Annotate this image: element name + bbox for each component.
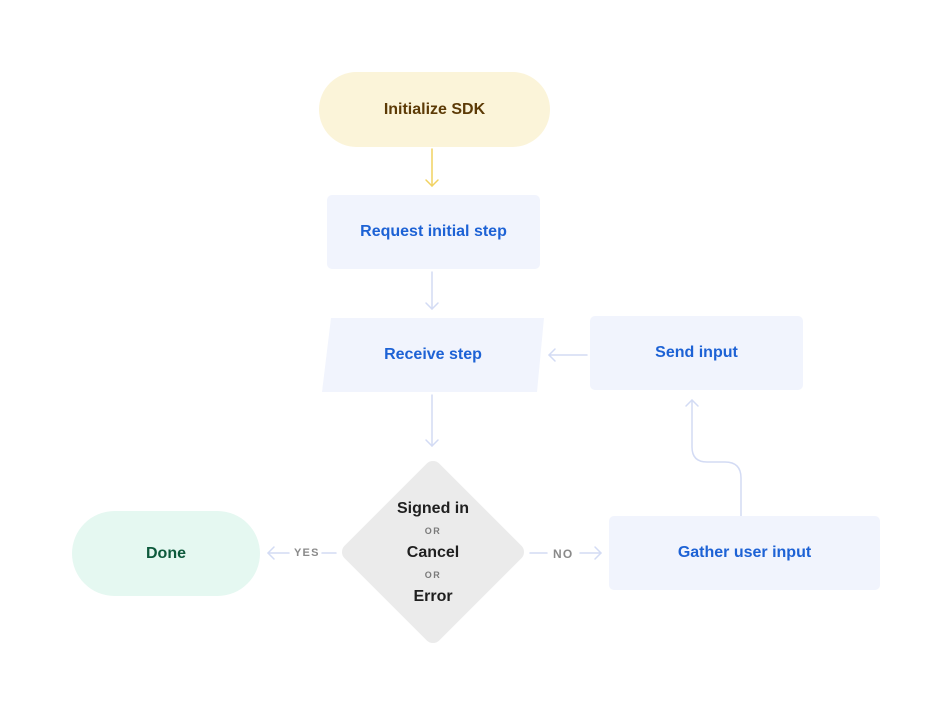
decision-separator: OR [424,526,442,536]
yes-edge-label: YES [294,547,320,559]
decision-option-signed-in: Signed in [397,500,469,517]
arrow-send-to-receive [548,348,588,362]
gather-user-input-label: Gather user input [677,544,812,561]
decision-separator: OR [424,570,442,580]
gather-user-input-node: Gather user input [609,516,880,590]
initialize-sdk-label: Initialize SDK [383,100,486,118]
receive-step-node: Receive step [322,318,544,392]
arrow-decision-to-gather [529,546,602,560]
no-edge-label: NO [553,547,574,561]
decision-option-cancel: Cancel [406,544,460,561]
send-input-label: Send input [655,344,738,361]
done-label: Done [146,544,186,562]
arrow-receive-to-decision [425,394,439,447]
request-initial-step-label: Request initial step [360,223,507,240]
receive-step-label: Receive step [384,346,482,363]
receive-step-shape [322,318,544,392]
arrow-initialize-to-request [425,148,439,187]
decision-diamond [341,460,525,644]
arrow-request-to-receive [425,271,439,310]
decision-node: Signed in OR Cancel OR Error [352,498,514,608]
decision-option-error: Error [413,588,453,605]
request-initial-step-node: Request initial step [327,195,540,269]
arrow-gather-to-send [685,399,742,517]
done-node: Done [72,511,260,596]
arrow-decision-to-done [267,546,337,560]
initialize-sdk-node: Initialize SDK [319,72,550,147]
send-input-node: Send input [590,316,803,390]
